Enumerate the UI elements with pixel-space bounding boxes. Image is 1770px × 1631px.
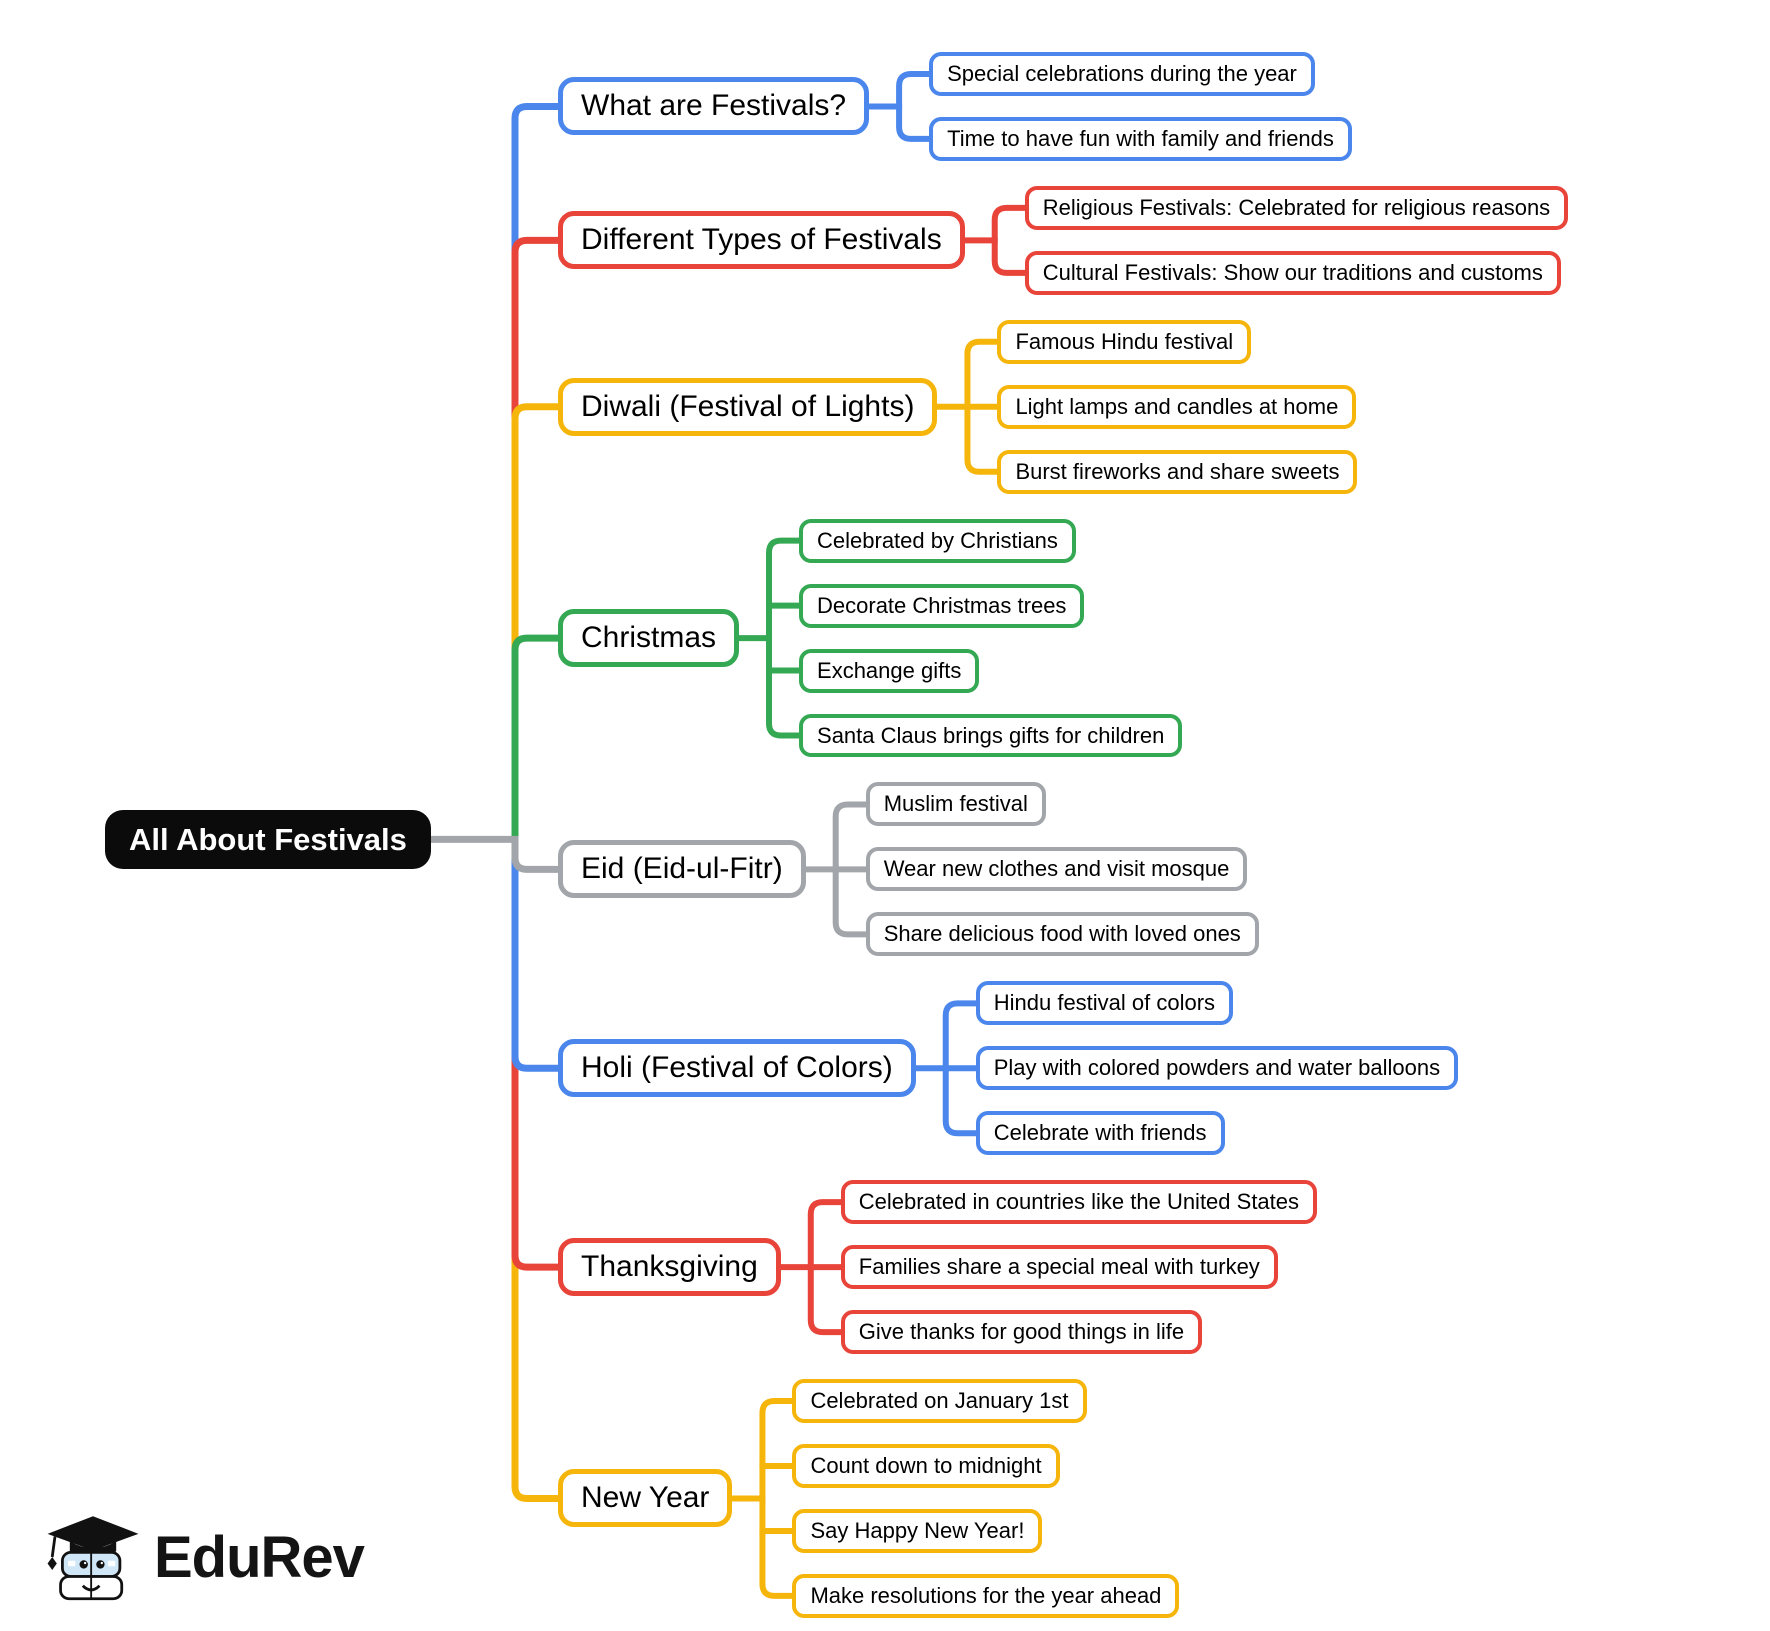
branch-topic-node: Christmas [558, 609, 740, 668]
branch-children: Celebrated in countries like the United … [840, 1180, 1318, 1355]
branch-detail-node: Give thanks for good things in life [840, 1310, 1203, 1355]
branch-detail-node: Cultural Festivals: Show our traditions … [1024, 250, 1561, 295]
branch-detail-node: Celebrated in countries like the United … [840, 1180, 1318, 1225]
branch-detail-node: Famous Hindu festival [997, 319, 1252, 364]
branch-detail-node: Celebrated on January 1st [792, 1379, 1087, 1424]
root-label: All About Festivals [129, 821, 407, 857]
branch-detail-label: Share delicious food with loved ones [883, 921, 1241, 947]
branch-topic-node: Different Types of Festivals [558, 211, 965, 270]
branch-children: Religious Festivals: Celebrated for reli… [1024, 185, 1569, 295]
branch-topic-node: New Year [558, 1469, 733, 1528]
branch-detail-label: Celebrated by Christians [817, 527, 1058, 553]
branch-detail-label: Santa Claus brings gifts for children [817, 722, 1165, 748]
branch-detail-label: Wear new clothes and visit mosque [883, 856, 1230, 882]
branch-children: Famous Hindu festival Light lamps and ca… [997, 319, 1358, 494]
branch-detail-node: Santa Claus brings gifts for children [799, 713, 1183, 758]
branches-container: What are Festivals? Special celebrations… [558, 52, 1569, 1618]
branch-detail-label: Light lamps and candles at home [1015, 393, 1339, 419]
branch-detail-node: Decorate Christmas trees [799, 583, 1085, 628]
branch-topic-label: Diwali (Festival of Lights) [581, 389, 915, 423]
branch-children: Celebrated by Christians Decorate Christ… [799, 518, 1183, 758]
branch-detail-node: Wear new clothes and visit mosque [865, 847, 1248, 892]
branch-detail-label: Decorate Christmas trees [817, 592, 1067, 618]
branch-detail-label: Play with colored powders and water ball… [993, 1055, 1441, 1081]
branch-eid-eid-ul-fitr: Eid (Eid-ul-Fitr) Muslim festival Wear n… [558, 782, 1568, 957]
branch-detail-node: Burst fireworks and share sweets [997, 449, 1358, 494]
branch-thanksgiving: Thanksgiving Celebrated in countries lik… [558, 1180, 1568, 1355]
branch-detail-node: Exchange gifts [799, 648, 980, 693]
branch-christmas: Christmas Celebrated by Christians Decor… [558, 518, 1568, 758]
branch-detail-label: Famous Hindu festival [1015, 328, 1234, 354]
branch-detail-node: Play with colored powders and water ball… [975, 1046, 1459, 1091]
branch-detail-label: Time to have fun with family and friends [947, 125, 1334, 151]
branch-children: Special celebrations during the year Tim… [929, 52, 1352, 161]
branch-topic-label: Different Types of Festivals [581, 223, 942, 257]
branch-topic-node: Holi (Festival of Colors) [558, 1039, 916, 1098]
branch-what-are-festivals: What are Festivals? Special celebrations… [558, 52, 1568, 161]
branch-detail-node: Share delicious food with loved ones [865, 912, 1259, 957]
branch-detail-label: Count down to midnight [810, 1453, 1042, 1479]
branch-detail-node: Celebrated by Christians [799, 518, 1076, 563]
branch-children: Muslim festival Wear new clothes and vis… [865, 782, 1259, 957]
branch-detail-node: Religious Festivals: Celebrated for reli… [1024, 185, 1569, 230]
branch-topic-label: Holi (Festival of Colors) [581, 1051, 893, 1085]
branch-detail-label: Burst fireworks and share sweets [1015, 458, 1340, 484]
branch-detail-label: Families share a special meal with turke… [858, 1254, 1260, 1280]
branch-detail-label: Special celebrations during the year [947, 61, 1297, 86]
branch-detail-label: Exchange gifts [817, 657, 962, 683]
branch-topic-label: What are Festivals? [581, 89, 847, 123]
branch-detail-label: Make resolutions for the year ahead [810, 1582, 1162, 1608]
branch-topic-label: New Year [581, 1481, 710, 1515]
branch-topic-label: Eid (Eid-ul-Fitr) [581, 852, 783, 886]
branch-topic-label: Thanksgiving [581, 1250, 758, 1284]
branch-detail-node: Families share a special meal with turke… [840, 1245, 1278, 1290]
branch-detail-node: Muslim festival [865, 782, 1046, 827]
branch-different-types-of-festivals: Different Types of Festivals Religious F… [558, 185, 1569, 295]
branch-detail-node: Say Happy New Year! [792, 1508, 1043, 1553]
root-node: All About Festivals [105, 809, 431, 869]
branch-detail-label: Celebrate with friends [993, 1120, 1207, 1146]
branch-topic-node: Diwali (Festival of Lights) [558, 377, 938, 436]
branch-diwali-festival-of-lights: Diwali (Festival of Lights) Famous Hindu… [558, 319, 1568, 494]
branch-holi-festival-of-colors: Holi (Festival of Colors) Hindu festival… [558, 981, 1568, 1156]
branch-detail-node: Special celebrations during the year [929, 52, 1315, 96]
branch-detail-label: Cultural Festivals: Show our traditions … [1042, 259, 1543, 285]
branch-topic-node: Eid (Eid-ul-Fitr) [558, 840, 806, 899]
branch-detail-label: Muslim festival [883, 791, 1028, 817]
branch-children: Celebrated on January 1st Count down to … [792, 1379, 1180, 1618]
branch-detail-label: Celebrated on January 1st [810, 1388, 1069, 1414]
branch-detail-node: Make resolutions for the year ahead [792, 1573, 1180, 1618]
branch-detail-label: Hindu festival of colors [993, 990, 1216, 1016]
branch-topic-node: Thanksgiving [558, 1238, 781, 1297]
edurev-mascot-icon [47, 1516, 139, 1601]
branch-detail-node: Light lamps and candles at home [997, 384, 1357, 429]
branch-detail-node: Celebrate with friends [975, 1111, 1225, 1156]
branch-detail-node: Count down to midnight [792, 1444, 1060, 1488]
branch-topic-node: What are Festivals? [558, 77, 870, 136]
branch-detail-label: Give thanks for good things in life [858, 1319, 1185, 1345]
branch-detail-label: Say Happy New Year! [810, 1517, 1025, 1543]
branch-detail-node: Time to have fun with family and friends [929, 116, 1352, 161]
branch-detail-node: Hindu festival of colors [975, 981, 1234, 1026]
branch-children: Hindu festival of colors Play with color… [975, 981, 1459, 1156]
branch-topic-label: Christmas [581, 621, 717, 655]
edurev-logo: EduRev [42, 1508, 365, 1606]
branch-detail-label: Religious Festivals: Celebrated for reli… [1042, 194, 1551, 220]
edurev-logo-text: EduRev [154, 1524, 365, 1590]
branch-detail-label: Celebrated in countries like the United … [858, 1189, 1300, 1215]
branch-new-year: New Year Celebrated on January 1st Count… [558, 1379, 1568, 1618]
